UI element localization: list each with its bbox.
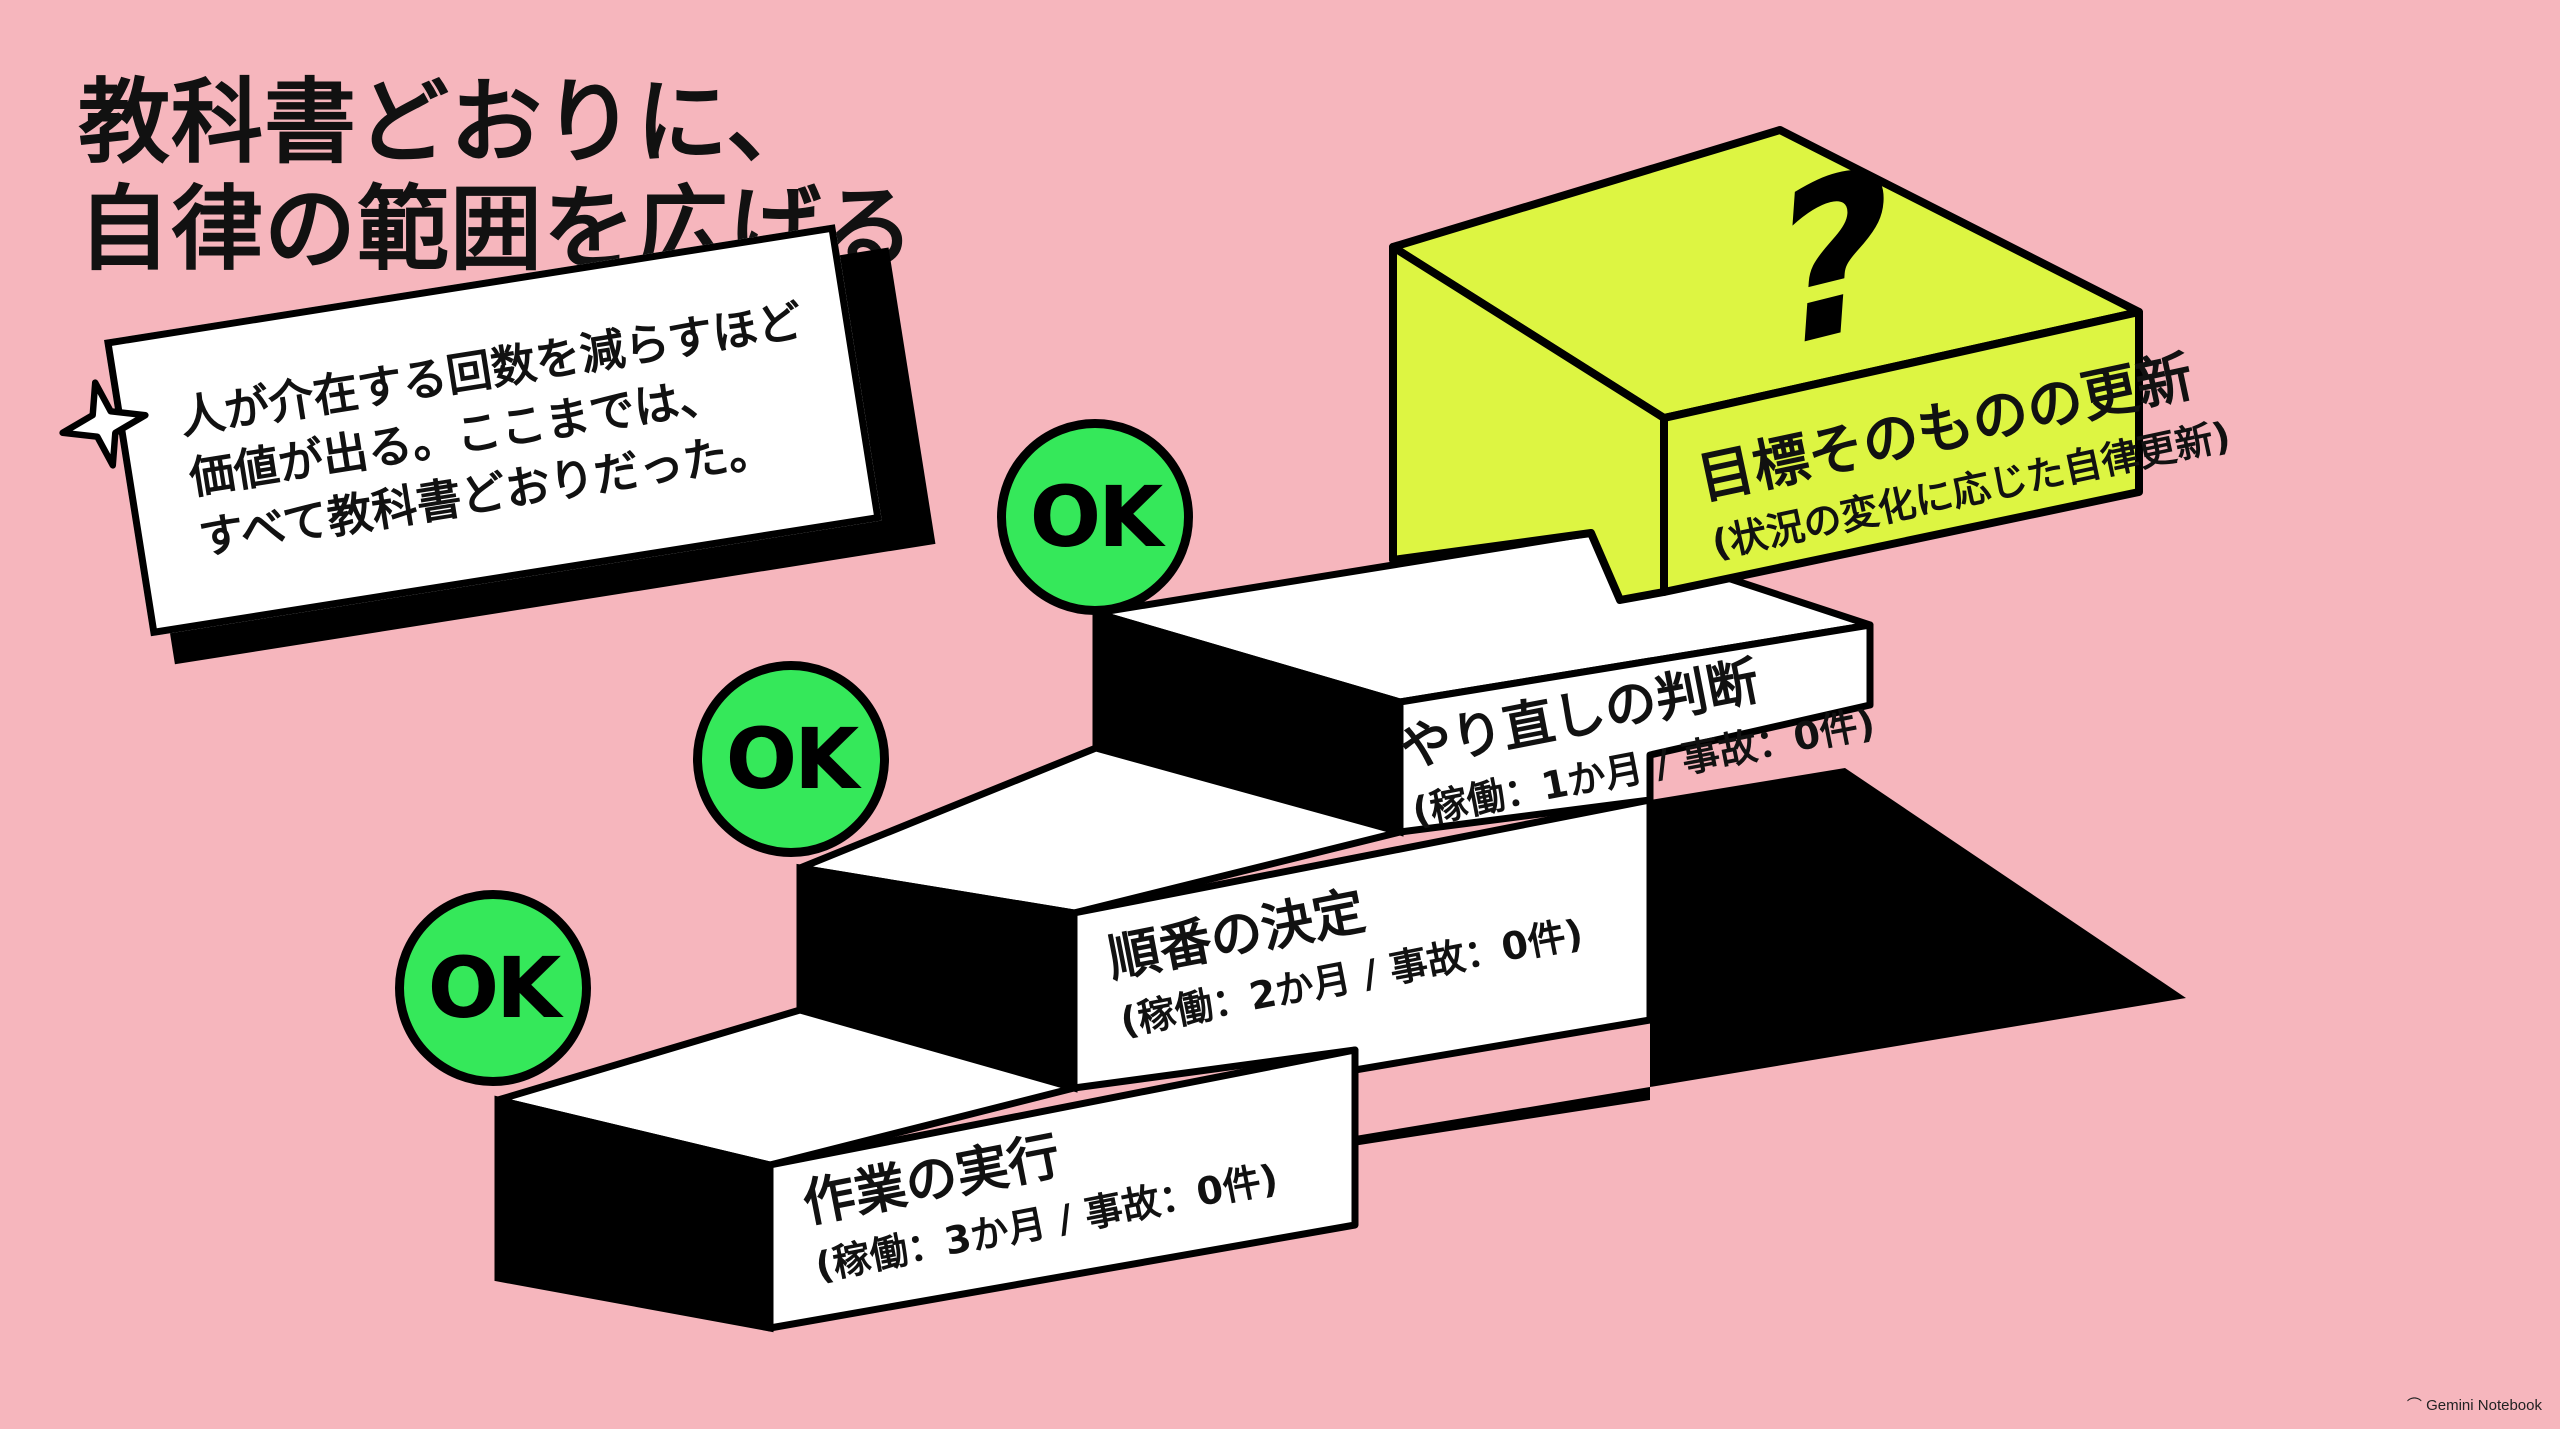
- gemini-logo-icon: ⌒: [2406, 1397, 2422, 1414]
- svg-text:?: ?: [1766, 116, 1902, 402]
- ground-shadow: [500, 768, 2186, 1278]
- page-title: 教科書どおりに、 自律の範囲を広げる: [78, 69, 915, 283]
- ok-badge-step-3: OK: [997, 419, 1193, 615]
- question-mark-icon: ?: [1766, 116, 1902, 402]
- title-line-1: 教科書どおりに、: [78, 69, 820, 176]
- footer-text: Gemini Notebook: [2426, 1397, 2542, 1414]
- goal-cube-front-face: [1660, 308, 2143, 596]
- ok-badge-step-2: OK: [693, 661, 889, 857]
- sparkle-icon: [59, 379, 149, 469]
- callout-text: 人が介在する回数を減らすほど 価値が出る。ここまでは、 すべて教科書どおりだった…: [175, 288, 836, 569]
- ok-badge-step-1: OK: [395, 890, 591, 1086]
- step-1-front-face: [766, 1046, 1359, 1332]
- footer-brand: ⌒ Gemini Notebook: [2407, 1394, 2542, 1415]
